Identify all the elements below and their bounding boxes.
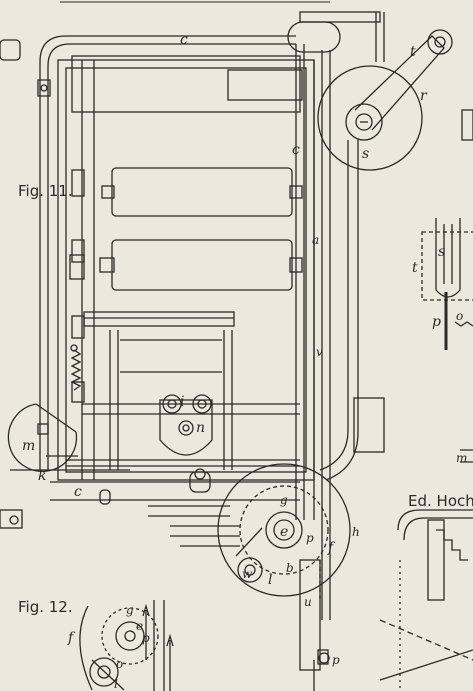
label-u: u xyxy=(304,595,312,609)
fig12-label-o: o xyxy=(116,657,123,671)
roller-2 xyxy=(111,239,293,291)
label-e: e xyxy=(280,524,288,540)
label-t-right: t xyxy=(412,260,418,276)
large-wheel xyxy=(217,463,351,597)
machine-frame xyxy=(57,59,315,481)
label-s-right: s xyxy=(438,244,445,260)
crank-wheel xyxy=(317,65,423,171)
label-b: b xyxy=(286,561,294,575)
label-l: l xyxy=(268,572,272,588)
fig12-wheel xyxy=(79,605,93,691)
label-c-top: c xyxy=(180,32,188,48)
label-c-bottom: c xyxy=(74,484,82,500)
label-p-bottom: p xyxy=(332,653,340,667)
label-r: r xyxy=(420,88,428,104)
fig12-label-f: f xyxy=(67,630,76,646)
fig12-label-l: l xyxy=(114,677,118,691)
label-c-mid: c xyxy=(292,142,300,158)
vertical-bar xyxy=(299,559,321,671)
label-f: f xyxy=(327,540,336,556)
spring xyxy=(70,349,82,391)
label-p-wheel: p xyxy=(306,531,314,545)
label-i: i xyxy=(180,394,184,410)
label-h: h xyxy=(352,525,360,539)
crank-arm xyxy=(354,35,445,131)
center-bracket xyxy=(159,399,213,456)
fig12-label-p: p xyxy=(142,631,150,645)
arrow-up-2 xyxy=(166,633,174,691)
label-m: m xyxy=(22,438,35,454)
arrow-up-1 xyxy=(142,603,150,660)
label-s-top: s xyxy=(362,146,369,162)
label-n: n xyxy=(196,420,205,436)
roller-1 xyxy=(111,167,293,217)
label-v: v xyxy=(316,345,323,359)
bent-rod-outline xyxy=(39,35,296,470)
fig11-caption: Fig. 11. xyxy=(18,182,73,200)
label-g: g xyxy=(280,493,288,507)
brush-frame xyxy=(83,311,235,327)
credit-text: Ed. Hoch xyxy=(408,492,473,510)
label-k: k xyxy=(38,468,46,484)
top-cylinder xyxy=(71,55,301,113)
label-t-top: t xyxy=(410,44,416,60)
label-o-right: o xyxy=(456,309,463,323)
fig12-label-g: g xyxy=(126,603,134,617)
fig12-caption: Fig. 12. xyxy=(18,598,73,616)
label-m-right: m xyxy=(456,451,467,465)
label-a: a xyxy=(312,233,319,247)
left-wheel xyxy=(7,403,78,473)
fig12-label-e: e xyxy=(136,619,143,633)
right-detail-housing xyxy=(421,231,473,301)
label-w: w xyxy=(242,567,253,581)
label-p-right: p xyxy=(432,314,441,330)
